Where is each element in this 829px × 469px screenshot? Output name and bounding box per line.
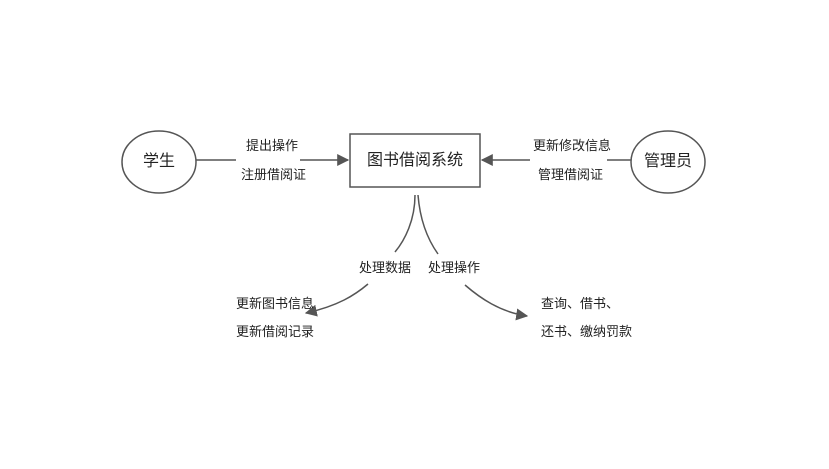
student-edge-label-1: 提出操作 (246, 139, 299, 154)
right-output-line-2: 还书、缴纳罚款 (541, 325, 633, 340)
admin-edge-label-1: 更新修改信息 (533, 139, 612, 154)
admin-edge-label-2: 管理借阅证 (538, 168, 604, 183)
student-edge-label-2: 注册借阅证 (241, 168, 307, 183)
student-node (121, 130, 197, 194)
left-branch-arrow-curve (304, 283, 369, 317)
admin-label: 管理员 (643, 151, 692, 170)
right-branch-label: 处理操作 (428, 261, 481, 276)
system-label: 图书借阅系统 (366, 150, 463, 169)
right-branch-upper-curve (417, 194, 439, 255)
right-output-line-1: 查询、借书、 (541, 297, 620, 312)
right-branch-arrow-curve (464, 284, 529, 321)
student-label: 学生 (142, 151, 175, 170)
left-output-line-1: 更新图书信息 (236, 297, 315, 312)
left-branch-upper-curve (394, 194, 416, 253)
left-output-line-2: 更新借阅记录 (236, 325, 315, 340)
system-node (349, 133, 481, 188)
admin-node (630, 130, 706, 194)
left-branch-label: 处理数据 (359, 261, 412, 276)
